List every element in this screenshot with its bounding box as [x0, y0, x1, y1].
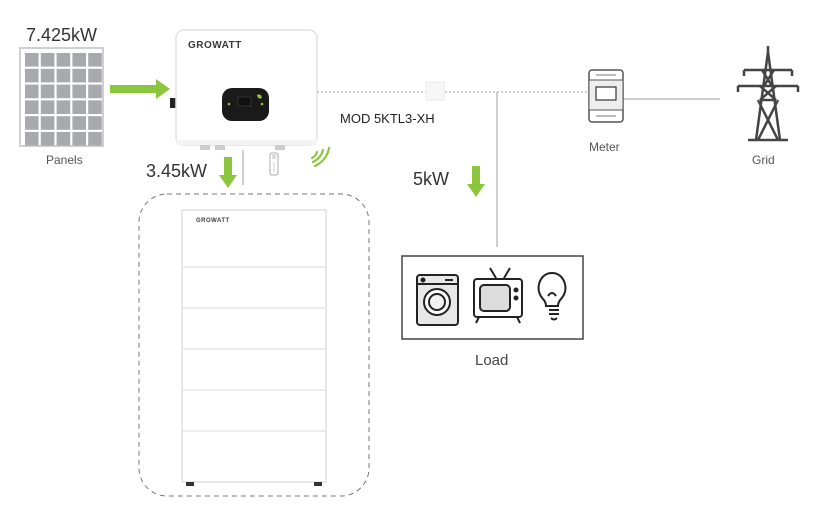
panel-cell: [72, 100, 86, 114]
panel-cell: [88, 84, 102, 99]
inverter-brand: GROWATT: [188, 40, 242, 51]
light-bulb-icon: [537, 271, 567, 321]
washing-machine-icon: [416, 274, 459, 326]
grid-tower-icon: [736, 46, 800, 142]
panel-cell: [72, 53, 86, 67]
panel-cell: [40, 100, 55, 114]
television-icon: [473, 267, 523, 324]
load-label: Load: [475, 352, 509, 369]
panel-cell: [56, 132, 71, 146]
flow-arrow-panels-to-inverter: [110, 79, 170, 99]
panel-cell: [25, 84, 39, 99]
inverter-unit: [170, 29, 318, 150]
panel-cell: [25, 132, 39, 146]
panel-cell: [40, 53, 55, 67]
panel-cell: [88, 100, 102, 114]
panel-cell: [40, 68, 55, 83]
panel-cell: [72, 68, 86, 83]
panel-cell: [25, 116, 39, 130]
grid-label: Grid: [752, 153, 775, 167]
wireless-signal-icon: [310, 146, 331, 168]
battery-stack: [181, 209, 327, 486]
meter-icon: [588, 69, 624, 123]
panel-cell: [88, 53, 102, 67]
battery-brand: GROWATT: [196, 218, 230, 224]
panel-cell: [88, 116, 102, 130]
meter-label: Meter: [589, 140, 620, 154]
panels-label: Panels: [46, 153, 83, 167]
panel-cell: [56, 100, 71, 114]
panel-cell: [25, 68, 39, 83]
inverter-model: MOD 5KTL3-XH: [340, 111, 435, 126]
flow-arrow-to-battery: [219, 157, 237, 188]
panel-cell: [88, 132, 102, 146]
load-power: 5kW: [413, 169, 449, 189]
flow-arrow-to-load: [467, 166, 485, 197]
panel-cell: [40, 84, 55, 99]
panel-cell: [72, 132, 86, 146]
panel-cell: [56, 53, 71, 67]
battery-enclosure: [138, 193, 370, 497]
panel-cell: [25, 53, 39, 67]
panel-cell: [56, 84, 71, 99]
panel-cell: [88, 68, 102, 83]
panels-power: 7.425kW: [26, 25, 98, 45]
panel-cell: [72, 116, 86, 130]
leaf-icon: [257, 94, 262, 99]
panel-cell: [25, 100, 39, 114]
panel-cell: [40, 132, 55, 146]
panel-cell: [56, 116, 71, 130]
wifi-dongle-icon: [269, 152, 279, 176]
panel-cell: [56, 68, 71, 83]
panel-cell: [72, 84, 86, 99]
ac-breaker: [425, 81, 445, 101]
battery-power: 3.45kW: [146, 161, 208, 181]
panel-cell: [40, 116, 55, 130]
panel-cells: [25, 53, 102, 146]
solar-panel-icon: [19, 47, 104, 147]
